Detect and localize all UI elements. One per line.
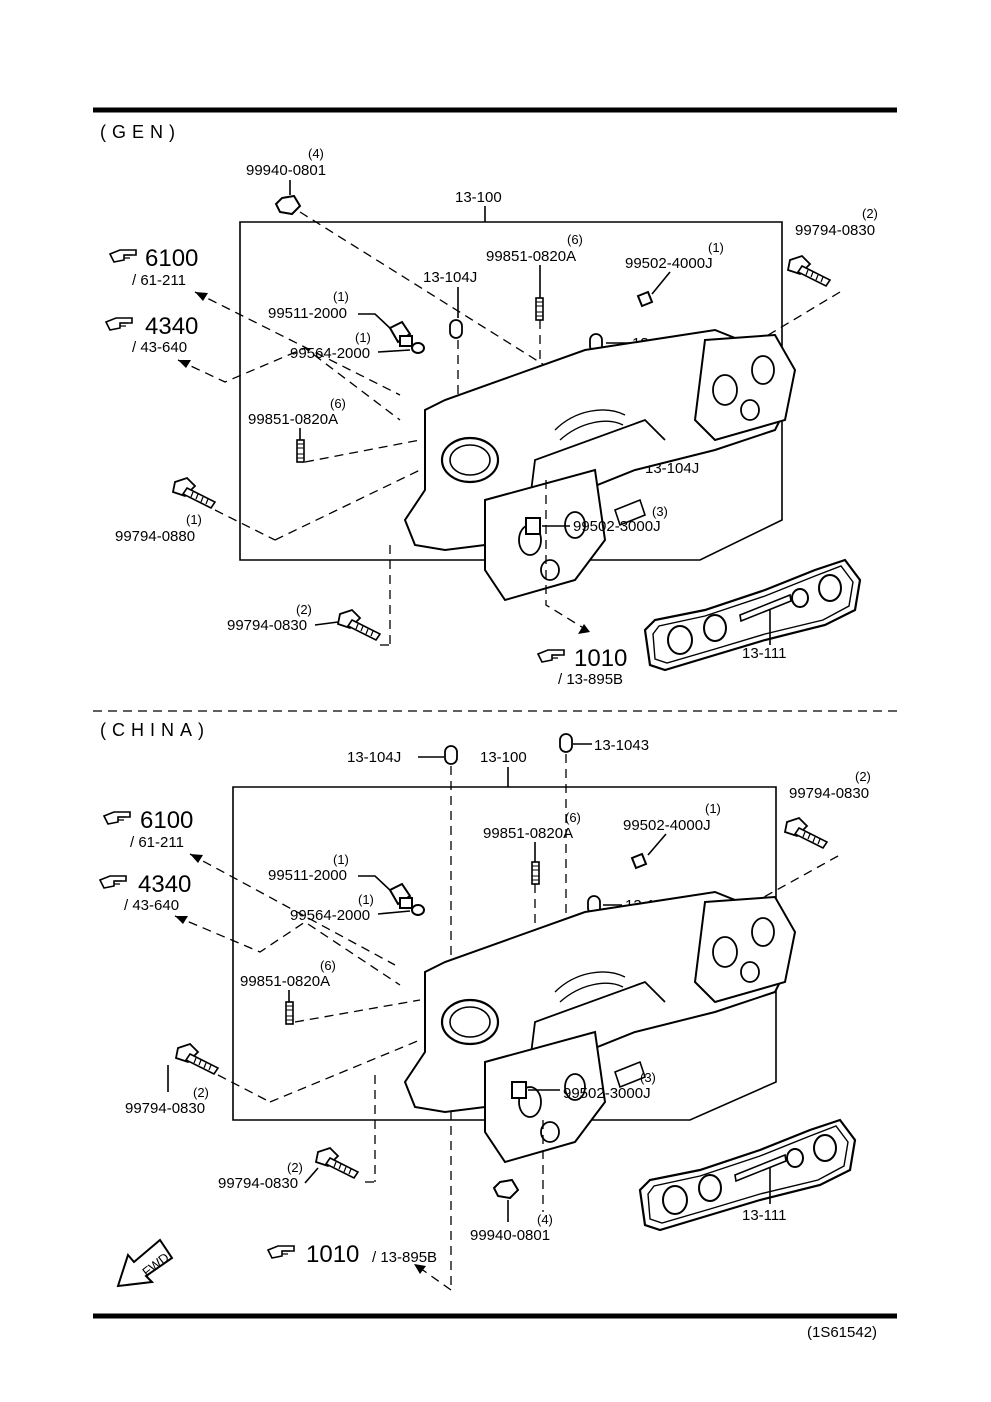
china-plug-b-label: 99502-3000J xyxy=(563,1085,651,1102)
gen-screw-qty: (1) xyxy=(333,289,349,304)
china-gasket-label: 13-111 xyxy=(742,1207,786,1224)
gen-bolt-l-label: 99794-0880 xyxy=(115,528,195,545)
gen-stud-l-qty: (6) xyxy=(330,396,346,411)
china-bolt-tr-label: 99794-0830 xyxy=(789,785,869,802)
gen-stud-l-icon xyxy=(296,439,305,463)
gen-ref3-num: 1010 xyxy=(574,645,627,672)
china-title: (CHINA) xyxy=(100,720,210,740)
gen-ref2-num: 4340 xyxy=(145,313,198,340)
china-stud-top-label: 99851-0820A xyxy=(483,825,573,842)
china-plug-top-icon xyxy=(630,852,648,870)
gen-nut-qty: (4) xyxy=(308,146,324,161)
china-stud-top-icon xyxy=(531,861,540,885)
gen-bolt-b-label: 99794-0830 xyxy=(227,617,307,634)
gen-gasket-label: 13-111 xyxy=(742,645,786,662)
china-bolt-tr-icon xyxy=(784,817,828,849)
china-screw-qty: (1) xyxy=(333,852,349,867)
china-ref1-hand-icon xyxy=(103,811,131,825)
china-ref1-num: 6100 xyxy=(140,807,193,834)
gen-bolt-l-qty: (1) xyxy=(186,512,202,527)
gen-screw-label: 99511-2000 xyxy=(268,305,347,322)
footer-code: (1S61542) xyxy=(807,1324,877,1341)
gen-nut-label: 99940-0801 xyxy=(246,162,326,179)
china-cap-top-icon xyxy=(444,745,458,765)
china-plug-top-label: 99502-4000J xyxy=(623,817,711,834)
gen-stud-top-icon xyxy=(535,297,544,321)
china-stud-l-label: 99851-0820A xyxy=(240,973,330,990)
china-bolt-b-label: 99794-0830 xyxy=(218,1175,298,1192)
gen-ref1-hand-icon xyxy=(109,249,137,263)
gen-stud-top-label: 99851-0820A xyxy=(486,248,576,265)
china-washer-label: 99564-2000 xyxy=(290,907,370,924)
gen-washer-qty: (1) xyxy=(355,330,371,345)
china-nut-label: 99940-0801 xyxy=(470,1227,550,1244)
gen-washer-icon xyxy=(411,342,425,354)
china-washer-icon xyxy=(411,904,425,916)
gen-plug-b-icon xyxy=(525,517,541,535)
gen-bolt-tr-qty: (2) xyxy=(862,206,878,221)
china-ref1-sub: / 61-211 xyxy=(130,834,184,851)
china-stud-top-qty: (6) xyxy=(565,810,581,825)
china-assembly-label: 13-100 xyxy=(480,749,527,766)
gen-stud-top-qty: (6) xyxy=(567,232,583,247)
china-ref3-num: 1010 xyxy=(306,1241,359,1268)
china-stud-l-qty: (6) xyxy=(320,958,336,973)
gen-ref1-sub: / 61-211 xyxy=(132,272,186,289)
china-nut-icon xyxy=(492,1178,520,1200)
gen-plug-top-icon xyxy=(636,290,654,308)
gen-bolt-l-icon xyxy=(172,477,216,509)
gen-assembly-label: 13-100 xyxy=(455,189,502,206)
china-bolt-l-icon xyxy=(175,1043,219,1075)
gen-section: (GEN) 13-100 (4) 99940-0801 (2) 99794-08… xyxy=(100,122,878,688)
gen-ref2-sub: / 43-640 xyxy=(132,339,187,356)
gen-assembly-box xyxy=(239,221,783,561)
gen-plug-top-label: 99502-4000J xyxy=(625,255,713,272)
china-bolt-b-qty: (2) xyxy=(287,1160,303,1175)
gen-washer-label: 99564-2000 xyxy=(290,345,370,362)
china-cap-top2-icon xyxy=(559,733,573,753)
china-bolt-l-qty: (2) xyxy=(193,1085,209,1100)
china-cap-top2-label: 13-1043 xyxy=(594,737,649,754)
china-manifold-icon xyxy=(403,890,797,1164)
china-washer-qty: (1) xyxy=(358,892,374,907)
gen-ref2-hand-icon xyxy=(105,317,133,331)
gen-cap-a-label: 13-104J xyxy=(423,269,477,286)
china-ref3-sub: / 13-895B xyxy=(372,1249,437,1266)
gen-stud-l-label: 99851-0820A xyxy=(248,411,338,428)
china-section: (CHINA) 13-100 13-104J 13-1043 (2) 99794… xyxy=(99,720,871,1291)
china-screw-label: 99511-2000 xyxy=(268,867,347,884)
china-ref2-hand-icon xyxy=(99,875,127,889)
china-bolt-tr-qty: (2) xyxy=(855,769,871,784)
gen-nut-icon xyxy=(274,194,302,216)
gen-bolt-tr-icon xyxy=(787,255,831,287)
gen-plug-b-label: 99502-3000J xyxy=(573,518,661,535)
china-bolt-l-label: 99794-0830 xyxy=(125,1100,205,1117)
china-ref3-hand-icon xyxy=(267,1245,295,1259)
china-ref2-num: 4340 xyxy=(138,871,191,898)
gen-ref3-sub: / 13-895B xyxy=(558,671,623,688)
gen-ref1-num: 6100 xyxy=(145,245,198,272)
china-assembly-box xyxy=(232,786,777,1121)
china-plug-b-qty: (3) xyxy=(640,1070,656,1085)
fwd-arrow-icon: FWD xyxy=(116,1238,174,1288)
china-ref2-sub: / 43-640 xyxy=(124,897,179,914)
china-stud-l-icon xyxy=(285,1001,294,1025)
china-plug-top-qty: (1) xyxy=(705,801,721,816)
china-plug-b-icon xyxy=(511,1081,527,1099)
gen-plug-b-qty: (3) xyxy=(652,504,668,519)
gen-bolt-b-qty: (2) xyxy=(296,602,312,617)
gen-bolt-tr-label: 99794-0830 xyxy=(795,222,875,239)
china-cap-top-label: 13-104J xyxy=(347,749,401,766)
china-nut-qty: (4) xyxy=(537,1212,553,1227)
gen-cap-a-icon xyxy=(449,319,463,339)
gen-bolt-b-icon xyxy=(337,609,381,641)
gen-title: (GEN) xyxy=(100,122,181,142)
china-bolt-b-icon xyxy=(315,1147,359,1179)
gen-plug-top-qty: (1) xyxy=(708,240,724,255)
gen-ref3-hand-icon xyxy=(537,649,565,663)
